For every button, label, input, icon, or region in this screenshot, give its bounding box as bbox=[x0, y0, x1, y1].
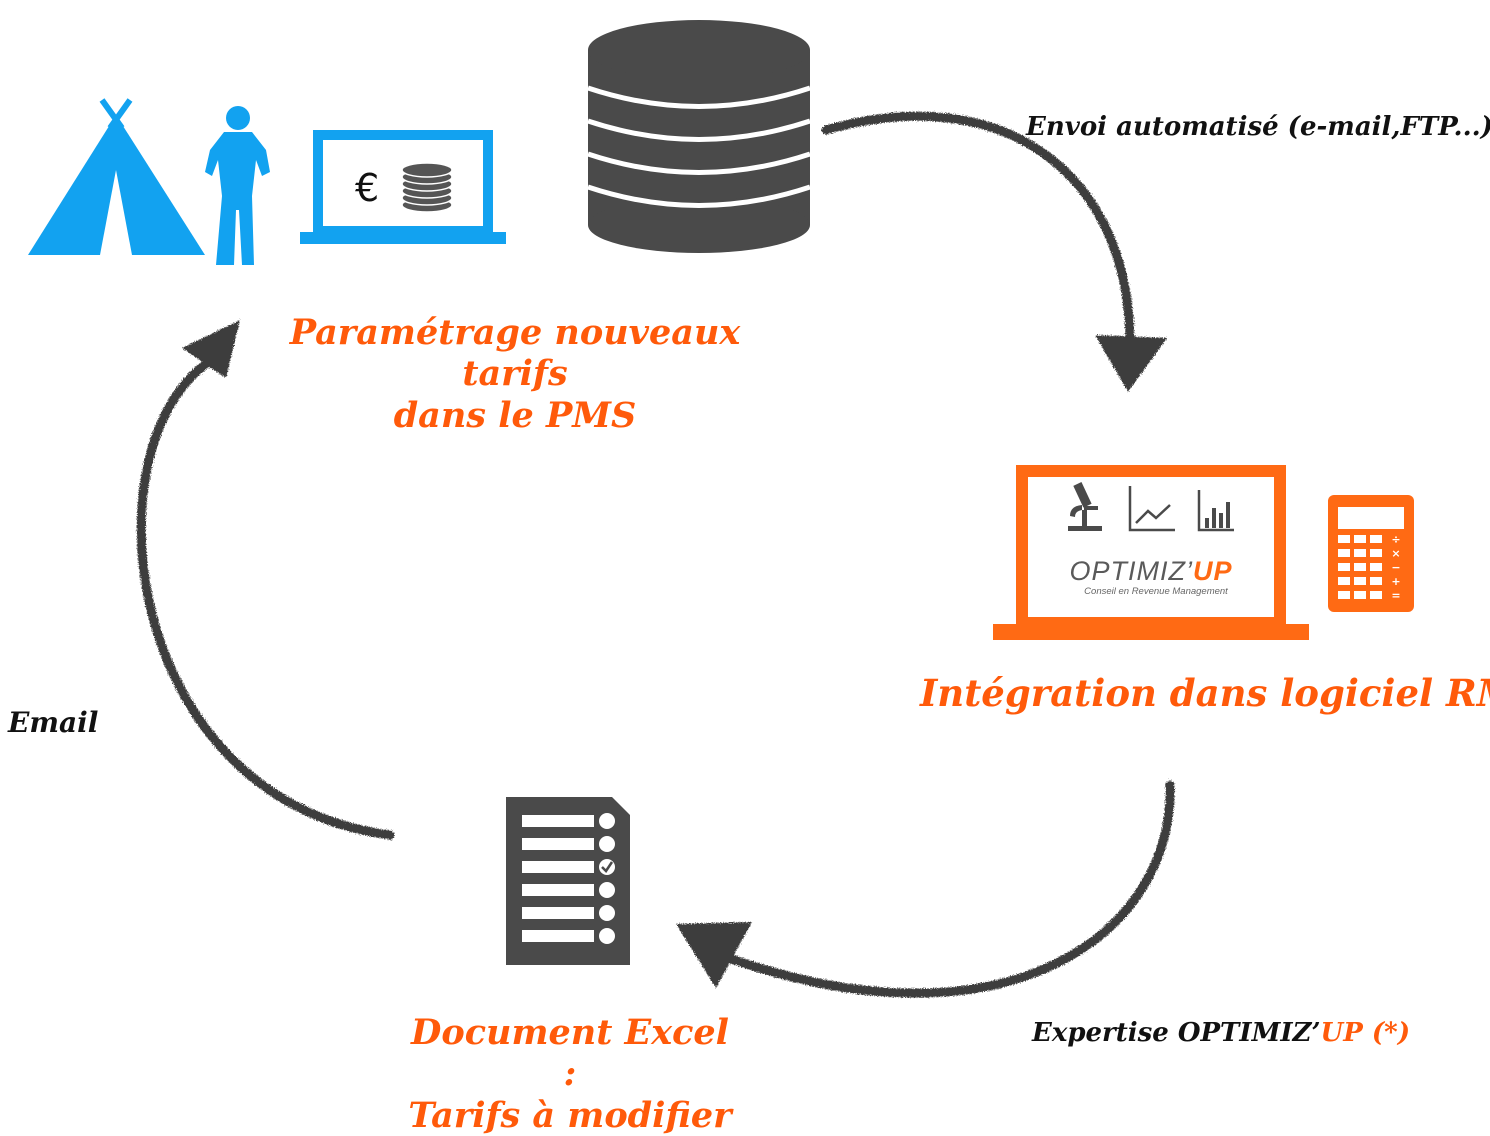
pms-caption-line1: Paramétrage nouveaux tarifs bbox=[289, 312, 741, 395]
arrow-label-envoi: Envoi automatisé (e-mail,FTP...) bbox=[1026, 112, 1490, 142]
coins-icon bbox=[401, 162, 453, 213]
euro-symbol: € bbox=[355, 166, 380, 210]
excel-caption: Document Excel : Tarifs à modifier bbox=[400, 1012, 740, 1136]
arrow-rm-to-excel bbox=[676, 780, 1175, 998]
optimizup-logo: OPTIMIZ’UP Conseil en Revenue Management bbox=[1030, 556, 1272, 597]
bar-chart-icon bbox=[1197, 490, 1234, 532]
svg-text:÷: ÷ bbox=[1391, 533, 1400, 546]
logo-tagline: Conseil en Revenue Management bbox=[1084, 586, 1228, 597]
svg-text:+: + bbox=[1391, 575, 1400, 588]
arrow-database-to-rm bbox=[821, 111, 1167, 392]
expertise-up-text: UP (*) bbox=[1320, 1018, 1411, 1048]
rm-caption: Intégration dans logiciel RM bbox=[920, 671, 1490, 715]
svg-text:−: − bbox=[1391, 561, 1400, 574]
laptop-icon bbox=[993, 465, 1309, 640]
laptop-icon bbox=[300, 130, 506, 244]
calculator-icon: ÷ × − + = bbox=[1328, 495, 1414, 612]
logo-optimiz: OPTIMIZ’ bbox=[1069, 556, 1193, 586]
pms-caption: Paramétrage nouveaux tarifs dans le PMS bbox=[240, 312, 790, 436]
arrow-label-email: Email bbox=[8, 706, 99, 739]
line-chart-icon bbox=[1128, 486, 1175, 532]
tent-icon bbox=[28, 98, 205, 255]
excel-caption-line1: Document Excel : bbox=[411, 1012, 729, 1095]
logo-up: UP bbox=[1192, 556, 1233, 586]
svg-text:×: × bbox=[1391, 547, 1400, 560]
arrow-label-expertise: Expertise OPTIMIZ’UP (*) bbox=[1032, 1018, 1410, 1048]
expertise-text: Expertise OPTIMIZ’ bbox=[1032, 1018, 1321, 1048]
person-icon bbox=[205, 106, 270, 265]
svg-text:=: = bbox=[1391, 589, 1400, 602]
microscope-icon bbox=[1068, 482, 1102, 531]
check-icon bbox=[601, 861, 614, 873]
excel-caption-line2: Tarifs à modifier bbox=[408, 1094, 732, 1136]
arrow-excel-to-pms bbox=[136, 320, 395, 840]
pms-caption-line2: dans le PMS bbox=[393, 394, 637, 436]
